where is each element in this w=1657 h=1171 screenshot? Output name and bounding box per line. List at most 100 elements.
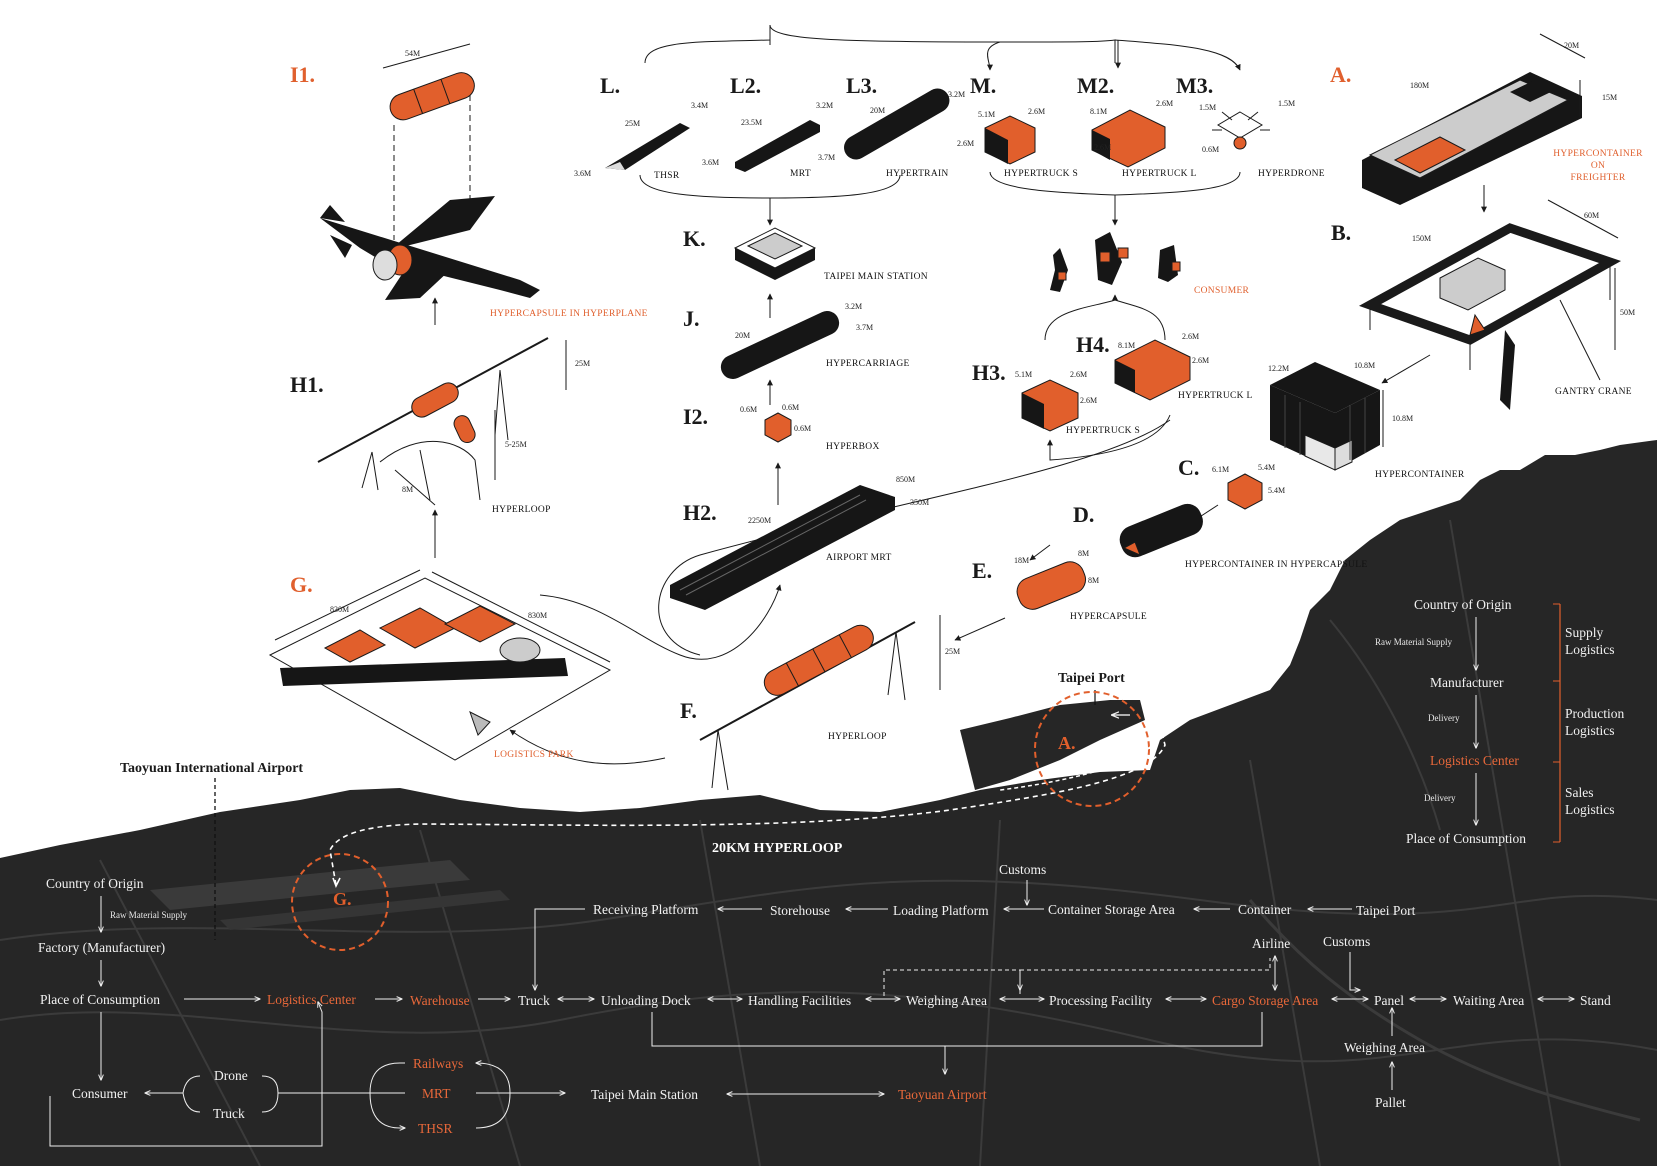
svg-text:5.4M: 5.4M bbox=[1268, 486, 1285, 495]
flow-panel: Panel bbox=[1374, 993, 1404, 1008]
letter-l: L. bbox=[600, 73, 620, 98]
label-consumer: CONSUMER bbox=[1194, 286, 1250, 296]
svg-text:0.6M: 0.6M bbox=[794, 424, 811, 433]
section-trains: L. L2. L3. THSR MRT HYPERTRAIN 25M 3.4M … bbox=[574, 73, 965, 181]
label-l2: MRT bbox=[790, 169, 811, 179]
svg-text:150M: 150M bbox=[1412, 234, 1431, 243]
flow-factory: Factory (Manufacturer) bbox=[38, 940, 165, 955]
section-h3-h4: H3. H4. HYPERTRUCK S HYPERTRUCK L 5.1M 2… bbox=[972, 332, 1253, 436]
section-c: C. 6.1M 5.4M 5.4M bbox=[1178, 455, 1285, 509]
legend-raw-material-supply: Raw Material Supply bbox=[1375, 637, 1452, 647]
svg-text:0.6M: 0.6M bbox=[782, 403, 799, 412]
flow-pallet: Pallet bbox=[1375, 1095, 1406, 1110]
flow-consumer: Consumer bbox=[72, 1086, 128, 1101]
svg-text:0.6M: 0.6M bbox=[1202, 145, 1219, 154]
svg-text:1.5M: 1.5M bbox=[1199, 103, 1216, 112]
flow-taipei-main-station: Taipei Main Station bbox=[591, 1087, 698, 1102]
legend-delivery-1: Delivery bbox=[1428, 713, 1460, 723]
letter-i2: I2. bbox=[683, 404, 708, 429]
section-m: M. M2. M3. HYPERTRUCK S HYPERTRUCK L HYP… bbox=[957, 73, 1325, 179]
section-f: F. 25M HYPERLOOP bbox=[680, 615, 960, 790]
letter-k: K. bbox=[683, 226, 706, 251]
flow-stand: Stand bbox=[1580, 993, 1611, 1008]
flow-taipei-port: Taipei Port bbox=[1356, 903, 1416, 918]
section-h2: H2. 2250M 850M 350M AIRPORT MRT bbox=[670, 475, 929, 610]
svg-text:3.7M: 3.7M bbox=[856, 323, 873, 332]
flow-unloading-dock: Unloading Dock bbox=[601, 993, 691, 1008]
flow-airline: Airline bbox=[1252, 936, 1290, 951]
label-h4: HYPERTRUCK L bbox=[1178, 391, 1253, 401]
dim-g-1: 830M bbox=[330, 605, 349, 614]
letter-h3: H3. bbox=[972, 360, 1006, 385]
label-h3: HYPERTRUCK S bbox=[1066, 426, 1140, 436]
flow-storehouse: Storehouse bbox=[770, 903, 830, 918]
flow-receiving-platform: Receiving Platform bbox=[593, 902, 699, 917]
flow-logistics-center: Logistics Center bbox=[267, 992, 356, 1007]
flow-country-of-origin: Country of Origin bbox=[46, 876, 144, 891]
svg-text:3.7M: 3.7M bbox=[818, 153, 835, 162]
letter-g: G. bbox=[290, 572, 313, 597]
flow-taoyuan-airport: Taoyuan Airport bbox=[898, 1087, 987, 1102]
label-l: THSR bbox=[654, 171, 680, 181]
mrt-icon bbox=[735, 120, 820, 172]
flow-waiting-area: Waiting Area bbox=[1453, 993, 1524, 1008]
svg-text:2.6M: 2.6M bbox=[1156, 99, 1173, 108]
svg-text:2.6M: 2.6M bbox=[1094, 143, 1111, 152]
flow-container: Container bbox=[1238, 902, 1292, 917]
dim-g-2: 830M bbox=[528, 611, 547, 620]
svg-text:2.6M: 2.6M bbox=[1192, 356, 1209, 365]
flow-handling-facilities: Handling Facilities bbox=[748, 993, 851, 1008]
flow-weighing-area-2: Weighing Area bbox=[1344, 1040, 1425, 1055]
legend-manufacturer: Manufacturer bbox=[1430, 675, 1504, 690]
svg-text:3.2M: 3.2M bbox=[816, 101, 833, 110]
flow-customs-right: Customs bbox=[1323, 934, 1370, 949]
svg-text:8M: 8M bbox=[1088, 576, 1099, 585]
section-e: E. 18M 8M 8M HYPERCAPSULE bbox=[972, 549, 1147, 622]
letter-h2: H2. bbox=[683, 500, 717, 525]
label-m: HYPERTRUCK S bbox=[1004, 169, 1078, 179]
svg-text:1.5M: 1.5M bbox=[1278, 99, 1295, 108]
svg-text:10.8M: 10.8M bbox=[1354, 361, 1375, 370]
svg-text:8.1M: 8.1M bbox=[1118, 341, 1135, 350]
flow-truck: Truck bbox=[518, 993, 550, 1008]
label-a: HYPERCONTAINERONFREIGHTER bbox=[1553, 149, 1643, 183]
letter-h4: H4. bbox=[1076, 332, 1110, 357]
legend-country-of-origin: Country of Origin bbox=[1414, 597, 1512, 612]
svg-text:6.1M: 6.1M bbox=[1212, 465, 1229, 474]
flow-drone: Drone bbox=[214, 1068, 248, 1083]
label-h1: HYPERLOOP bbox=[492, 505, 551, 515]
label-f: HYPERLOOP bbox=[828, 732, 887, 742]
svg-text:20M: 20M bbox=[735, 331, 750, 340]
section-k: K. TAIPEI MAIN STATION bbox=[683, 226, 928, 282]
svg-text:3.6M: 3.6M bbox=[702, 158, 719, 167]
svg-text:10.8M: 10.8M bbox=[1392, 414, 1413, 423]
dark-map bbox=[0, 440, 1657, 1166]
flow-raw-material-supply: Raw Material Supply bbox=[110, 910, 187, 920]
hyperdrone-icon bbox=[1212, 112, 1270, 149]
letter-m: M. bbox=[970, 73, 996, 98]
marker-a: A. bbox=[1058, 733, 1076, 753]
letter-m2: M2. bbox=[1077, 73, 1114, 98]
letter-m3: M3. bbox=[1176, 73, 1213, 98]
flow-cargo-storage-area: Cargo Storage Area bbox=[1212, 993, 1318, 1008]
section-i2: I2. 0.6M 0.6M 0.6M HYPERBOX bbox=[683, 403, 880, 452]
consumer-icon bbox=[1050, 232, 1180, 292]
label-m3: HYPERDRONE bbox=[1258, 169, 1325, 179]
svg-text:8M: 8M bbox=[1078, 549, 1089, 558]
svg-text:0.6M: 0.6M bbox=[740, 405, 757, 414]
flow-truck-2: Truck bbox=[213, 1106, 245, 1121]
letter-e: E. bbox=[972, 558, 992, 583]
label-g: LOGISTICS PARK bbox=[494, 750, 574, 760]
legend-place-of-consumption: Place of Consumption bbox=[1406, 831, 1526, 846]
legend-logistics-center: Logistics Center bbox=[1430, 753, 1519, 768]
flow-place-of-consumption: Place of Consumption bbox=[40, 992, 160, 1007]
flow-customs-top: Customs bbox=[999, 862, 1046, 877]
section-h1: H1. 25M 5-25M 8M HYPERLOOP bbox=[290, 338, 590, 515]
airport-label: Taoyuan International Airport bbox=[120, 761, 303, 776]
svg-text:5.1M: 5.1M bbox=[978, 110, 995, 119]
section-g: G. 830M 830M LOGISTICS PARK bbox=[270, 570, 610, 760]
label-k: TAIPEI MAIN STATION bbox=[824, 272, 928, 282]
svg-text:3.2M: 3.2M bbox=[845, 302, 862, 311]
